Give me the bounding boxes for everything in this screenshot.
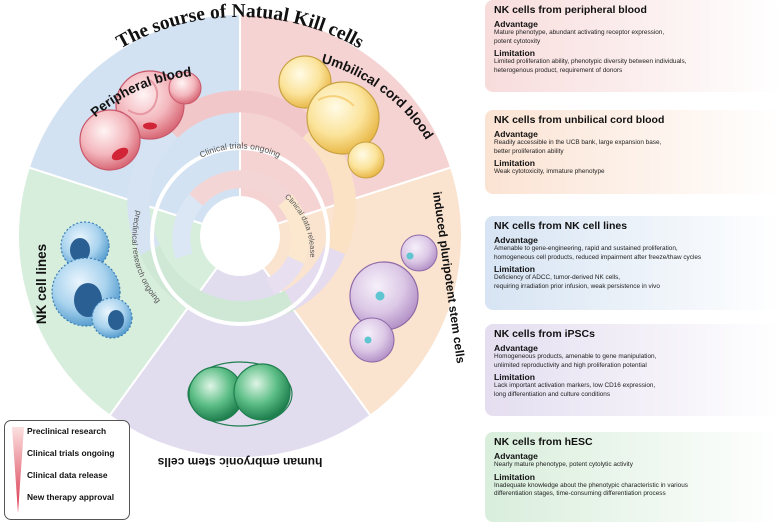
advantage-heading: Advantage	[494, 129, 538, 139]
legend-item-clinical-data: Clinical data release	[27, 470, 108, 480]
panel-title: NK cells from peripheral blood	[494, 4, 647, 16]
panel-hesc: NK cells from hESC Advantage Nearly matu…	[485, 432, 781, 522]
limitation-line: Weak cytotoxicity, immature phenotype	[494, 168, 605, 176]
limitation-line: long differentiation and culture conditi…	[494, 390, 611, 398]
limitation-heading: Limitation	[494, 158, 536, 169]
limitation-line: Lack important activation markers, low C…	[494, 382, 656, 390]
panel-umbilical-cord-blood: NK cells from unbilical cord blood Advan…	[485, 110, 781, 194]
peripheral-blood-cells	[79, 70, 202, 171]
advantage-line: Mature phenotype, abundant activating re…	[494, 29, 665, 36]
panel-title: NK cells from unbilical cord blood	[494, 114, 665, 126]
limitation-heading: Limitation	[494, 48, 536, 59]
limitation-line: requiring irradiation prior infusion, we…	[494, 282, 660, 290]
nk-cell-line-cells	[51, 221, 133, 339]
panel-nk-cell-lines: NK cells from NK cell lines Advantage Am…	[485, 216, 781, 310]
limitation-line: differentiation stages, time-consuming d…	[494, 490, 666, 498]
limitation-line: heterogenous product, requirement of don…	[494, 66, 623, 74]
hesc-cells	[187, 361, 293, 427]
advantage-heading: Advantage	[494, 343, 538, 353]
advantage-line: potent cytotoxity	[494, 37, 541, 45]
panel-peripheral-blood: NK cells from peripheral blood Advantage…	[485, 0, 781, 92]
advantage-heading: Advantage	[494, 19, 538, 29]
limitation-heading: Limitation	[494, 471, 536, 482]
advantage-heading: Advantage	[494, 451, 538, 461]
umbilical-cord-blood-cells	[278, 55, 385, 179]
sector-ipsc	[108, 234, 372, 459]
advantage-line: Nearly mature phenotype, potent cytolyti…	[494, 461, 633, 468]
limitation-heading: Limitation	[494, 264, 536, 275]
sector-label-nk-cell-lines: NK cell lines	[34, 244, 49, 324]
advantage-line: Amenable to gene-engineering, rapid and …	[494, 245, 678, 252]
limitation-line: Inadequate knowledge about the phenotypi…	[494, 481, 688, 489]
limitation-line: Limited proliferation ability, phenotypi…	[494, 58, 687, 66]
legend-gradient-bar	[12, 427, 24, 513]
nk-source-diagram: The sourse of Natual Kill cells Peripher…	[17, 1, 468, 469]
legend-item-preclinical: Preclinical research	[27, 426, 107, 436]
advantage-heading: Advantage	[494, 235, 538, 245]
panel-ipscs: NK cells from iPSCs Advantage Homogeneou…	[485, 324, 781, 416]
panel-title: NK cells from iPSCs	[494, 328, 595, 340]
advantage-line: homogeneous cell products, reduced impai…	[494, 253, 702, 261]
limitation-line: Deficiency of ADCC, tumor-derived NK cel…	[494, 274, 621, 282]
advantage-line: Readily accessible in the UCB bank, larg…	[494, 139, 662, 146]
legend-item-clinical-trials: Clinical trials ongoing	[27, 448, 115, 458]
legend-item-new-therapy: New therapy approval	[27, 492, 115, 502]
sector-label-hesc: human embryonic stem cells	[157, 455, 322, 469]
ipsc-cells	[349, 234, 438, 363]
advantage-line: better proliferation ability	[494, 147, 564, 155]
advantage-line: unlimited reproductivity and high prolif…	[494, 361, 647, 369]
limitation-heading: Limitation	[494, 372, 536, 383]
panel-title: NK cells from hESC	[494, 436, 593, 448]
panel-title: NK cells from NK cell lines	[494, 220, 628, 232]
legend: Preclinical research Clinical trials ong…	[4, 420, 130, 520]
advantage-line: Homogeneous products, amenable to gene m…	[494, 353, 657, 360]
